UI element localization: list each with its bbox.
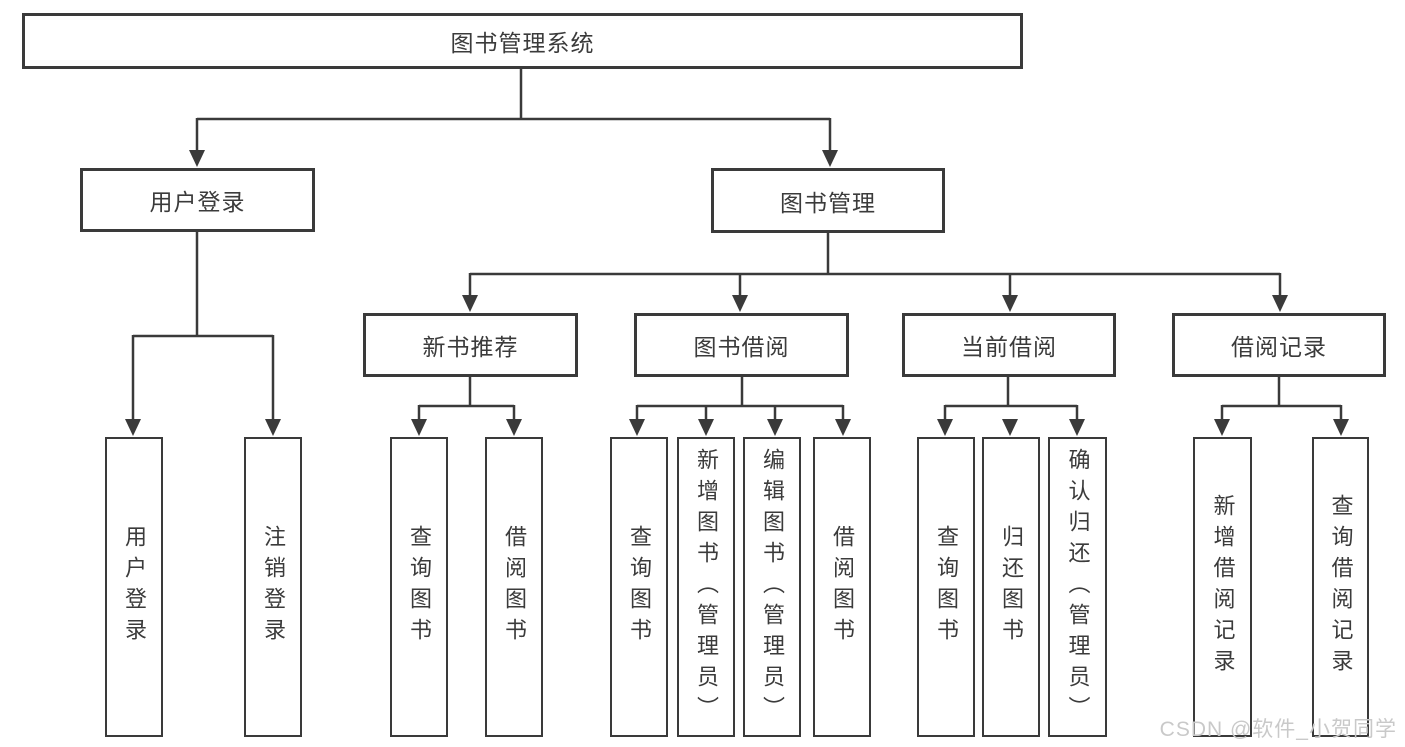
leaf-query-book-recommend-label: 查询图书 — [407, 525, 432, 649]
leaf-add-borrow-record: 新增借阅记录 — [1193, 437, 1252, 737]
node-book-borrow-label: 图书借阅 — [693, 334, 790, 360]
leaf-query-book-borrow: 查询图书 — [610, 437, 668, 737]
node-root: 图书管理系统 — [22, 13, 1023, 69]
leaf-return-book: 归还图书 — [982, 437, 1040, 737]
leaf-query-book-current: 查询图书 — [917, 437, 975, 737]
leaf-user-login-label: 用户登录 — [122, 525, 147, 649]
leaf-query-borrow-record: 查询借阅记录 — [1312, 437, 1369, 737]
leaf-borrow-book: 借阅图书 — [813, 437, 871, 737]
leaf-query-book-current-label: 查询图书 — [934, 525, 959, 649]
leaf-logout-label: 注销登录 — [261, 525, 286, 649]
node-current-borrow-label: 当前借阅 — [961, 334, 1057, 360]
leaf-user-login: 用户登录 — [105, 437, 163, 737]
node-root-label: 图书管理系统 — [450, 30, 595, 56]
leaf-add-book-admin-label: 新增图书（管理员） — [694, 447, 719, 727]
node-user-login-label: 用户登录 — [149, 189, 246, 215]
node-book-management: 图书管理 — [711, 168, 945, 233]
leaf-confirm-return-admin-label: 确认归还（管理员） — [1065, 447, 1091, 727]
leaf-edit-book-admin-label: 编辑图书（管理员） — [760, 447, 785, 727]
node-borrow-record-label: 借阅记录 — [1231, 334, 1327, 360]
node-book-management-label: 图书管理 — [780, 189, 876, 216]
leaf-add-book-admin: 新增图书（管理员） — [677, 437, 735, 737]
leaf-logout: 注销登录 — [244, 437, 302, 737]
leaf-borrow-book-label: 借阅图书 — [830, 525, 855, 649]
leaf-borrow-book-recommend-label: 借阅图书 — [502, 525, 527, 649]
leaf-query-book-recommend: 查询图书 — [390, 437, 448, 737]
leaf-query-borrow-record-label: 查询借阅记录 — [1328, 494, 1354, 680]
leaf-return-book-label: 归还图书 — [999, 525, 1024, 649]
node-book-borrow: 图书借阅 — [634, 313, 849, 377]
node-user-login: 用户登录 — [80, 168, 315, 232]
csdn-watermark: CSDN @软件_小贺同学 — [1159, 718, 1397, 741]
leaf-confirm-return-admin: 确认归还（管理员） — [1048, 437, 1107, 737]
leaf-edit-book-admin: 编辑图书（管理员） — [743, 437, 801, 737]
node-borrow-record: 借阅记录 — [1172, 313, 1386, 377]
node-current-borrow: 当前借阅 — [902, 313, 1116, 377]
leaf-add-borrow-record-label: 新增借阅记录 — [1210, 494, 1236, 680]
node-new-book-recommend: 新书推荐 — [363, 313, 578, 377]
node-new-book-recommend-label: 新书推荐 — [422, 334, 519, 360]
leaf-query-book-borrow-label: 查询图书 — [627, 525, 652, 649]
leaf-borrow-book-recommend: 借阅图书 — [485, 437, 543, 737]
